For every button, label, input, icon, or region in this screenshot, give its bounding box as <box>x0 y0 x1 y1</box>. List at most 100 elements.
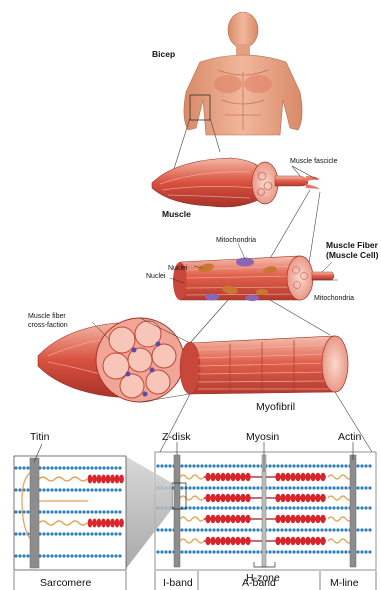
actin-bead <box>50 510 53 513</box>
actin-bead <box>316 486 319 489</box>
actin-bead <box>344 486 347 489</box>
myosin-head <box>205 494 210 502</box>
actin-bead <box>236 486 239 489</box>
actin-bead <box>90 488 93 491</box>
actin-bead <box>256 550 259 553</box>
myosin-head <box>235 537 240 545</box>
actin-bead <box>14 510 17 513</box>
actin-bead <box>106 554 109 557</box>
actin-bead <box>42 532 45 535</box>
actin-bead <box>118 510 121 513</box>
actin-bead <box>284 528 287 531</box>
actin-bead <box>106 532 109 535</box>
actin-bead <box>78 488 81 491</box>
actin-bead <box>232 528 235 531</box>
actin-bead <box>236 550 239 553</box>
actin-bead <box>216 506 219 509</box>
myosin-head <box>305 494 310 502</box>
actin-bead <box>78 510 81 513</box>
actin-bead <box>86 554 89 557</box>
actin-bead <box>22 532 25 535</box>
actin-bead <box>308 528 311 531</box>
myosin-head <box>240 473 245 481</box>
myosin-head <box>210 537 215 545</box>
actin-bead <box>316 528 319 531</box>
actin-bead <box>280 464 283 467</box>
actin-bead <box>244 528 247 531</box>
myosin-head <box>97 519 102 528</box>
actin-bead <box>248 550 251 553</box>
myosin-head <box>215 515 220 523</box>
myosin-head <box>300 473 305 481</box>
actin-bead <box>340 550 343 553</box>
myosin-head <box>101 475 106 484</box>
actin-bead <box>288 464 291 467</box>
myosin-head <box>215 494 220 502</box>
actin-bead <box>82 510 85 513</box>
actin-bead <box>256 464 259 467</box>
myosin-head <box>225 473 230 481</box>
actin-bead <box>220 506 223 509</box>
nucleus <box>256 289 268 295</box>
actin-bead <box>14 488 17 491</box>
actin-bead <box>292 486 295 489</box>
actin-bead <box>50 532 53 535</box>
actin-bead <box>180 528 183 531</box>
actin-bead <box>228 550 231 553</box>
myosin-head <box>315 494 320 502</box>
actin-bead <box>168 550 171 553</box>
myosin-head <box>92 519 97 528</box>
actin-bead <box>98 488 101 491</box>
actin-bead <box>184 464 187 467</box>
actin-bead <box>204 464 207 467</box>
actin-bead <box>224 464 227 467</box>
actin-bead <box>204 506 207 509</box>
myosin-head <box>106 519 111 528</box>
actin-bead <box>50 466 53 469</box>
actin-bead <box>74 510 77 513</box>
actin-bead <box>296 550 299 553</box>
actin-bead <box>54 554 57 557</box>
myosin-head <box>320 494 325 502</box>
actin-bead <box>188 506 191 509</box>
myosin-head <box>290 473 295 481</box>
myosin-head <box>230 537 235 545</box>
actin-bead <box>268 486 271 489</box>
myofibril <box>180 336 348 394</box>
actin-bead <box>312 506 315 509</box>
actin-bead <box>168 528 171 531</box>
actin-bead <box>58 532 61 535</box>
actin-bead <box>248 464 251 467</box>
actin-bead <box>200 486 203 489</box>
actin-bead <box>18 510 21 513</box>
actin-bead <box>280 528 283 531</box>
actin-bead <box>196 464 199 467</box>
label-a-band: A-band <box>242 577 276 589</box>
actin-bead <box>340 464 343 467</box>
actin-bead <box>62 554 65 557</box>
actin-bead <box>360 528 363 531</box>
actin-bead <box>42 510 45 513</box>
actin-bead <box>368 528 371 531</box>
actin-bead <box>256 528 259 531</box>
actin-bead <box>58 510 61 513</box>
actin-bead <box>356 506 359 509</box>
actin-bead <box>324 550 327 553</box>
sarcomere-diagram <box>155 452 376 570</box>
actin-bead <box>42 466 45 469</box>
actin-bead <box>46 554 49 557</box>
actin-bead <box>110 532 113 535</box>
actin-bead <box>320 528 323 531</box>
actin-bead <box>240 550 243 553</box>
myosin-head <box>290 537 295 545</box>
actin-bead <box>280 486 283 489</box>
actin-bead <box>272 528 275 531</box>
actin-bead <box>324 464 327 467</box>
myosin-head <box>315 537 320 545</box>
actin-bead <box>284 506 287 509</box>
myosin-head <box>295 473 300 481</box>
label-actin: Actin <box>338 431 362 443</box>
actin-bead <box>160 464 163 467</box>
myosin-head <box>110 475 115 484</box>
myosin-head <box>101 519 106 528</box>
